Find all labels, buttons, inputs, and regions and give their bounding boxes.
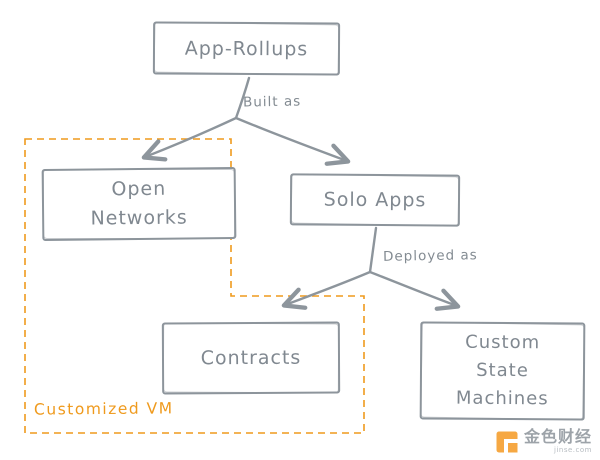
custom-state-machines-line-3: Machines	[455, 387, 549, 410]
node-app-rollups: App-Rollups	[152, 21, 341, 76]
open-networks-line-2: Networks	[90, 206, 188, 230]
edge-label-built-as: Built as	[242, 93, 302, 111]
jinse-logo-icon	[496, 431, 518, 453]
watermark-domain: jinse.com	[554, 446, 592, 454]
custom-state-machines-line-1: Custom	[465, 331, 541, 354]
node-custom-state-machines: Custom State Machines	[419, 321, 586, 421]
customized-vm-group-label: Customized VM	[33, 399, 174, 419]
edge-built-as-to-open-networks	[141, 116, 238, 162]
node-custom-state-machines-label: Custom State Machines	[456, 329, 549, 413]
watermark: 金色财经 jinse.com	[495, 427, 592, 454]
watermark-text: 金色财经 jinse.com	[523, 427, 592, 454]
edge-label-deployed-as: Deployed as	[382, 247, 478, 265]
node-contracts: Contracts	[161, 321, 341, 395]
edge-deployed-as-to-contracts	[281, 270, 372, 310]
node-open-networks-label: Open Networks	[90, 174, 188, 234]
edge-deployed-as-to-custom-state-machines	[368, 270, 461, 311]
edge-built-as-to-solo-apps	[234, 116, 351, 166]
custom-state-machines-line-2: State	[476, 359, 529, 382]
node-solo-apps-label: Solo Apps	[323, 188, 427, 212]
node-solo-apps: Solo Apps	[289, 173, 461, 227]
node-app-rollups-label: App-Rollups	[184, 37, 309, 60]
edge-deployed-as-stem	[368, 226, 378, 274]
node-contracts-label: Contracts	[200, 346, 302, 370]
node-open-networks: Open Networks	[41, 166, 237, 242]
open-networks-line-1: Open	[111, 177, 167, 200]
watermark-brand: 金色财经	[523, 427, 592, 447]
